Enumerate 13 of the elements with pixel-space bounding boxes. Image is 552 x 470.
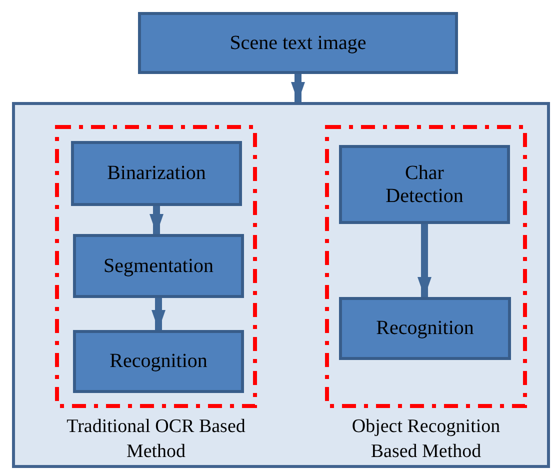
process-box: Scene text image <box>138 12 458 74</box>
process-box: Binarization <box>71 141 242 206</box>
group-caption: Object Recognition Based Method <box>350 415 502 464</box>
group-caption: Traditional OCR Based Method <box>66 415 246 464</box>
arrow <box>152 298 166 330</box>
arrow <box>418 224 432 297</box>
container-panel <box>12 102 550 468</box>
process-box: Recognition <box>339 297 511 360</box>
process-box: Recognition <box>73 330 244 393</box>
process-box: Char Detection <box>339 145 510 224</box>
arrow <box>150 206 164 234</box>
arrow <box>291 74 305 102</box>
process-box: Segmentation <box>73 234 244 298</box>
